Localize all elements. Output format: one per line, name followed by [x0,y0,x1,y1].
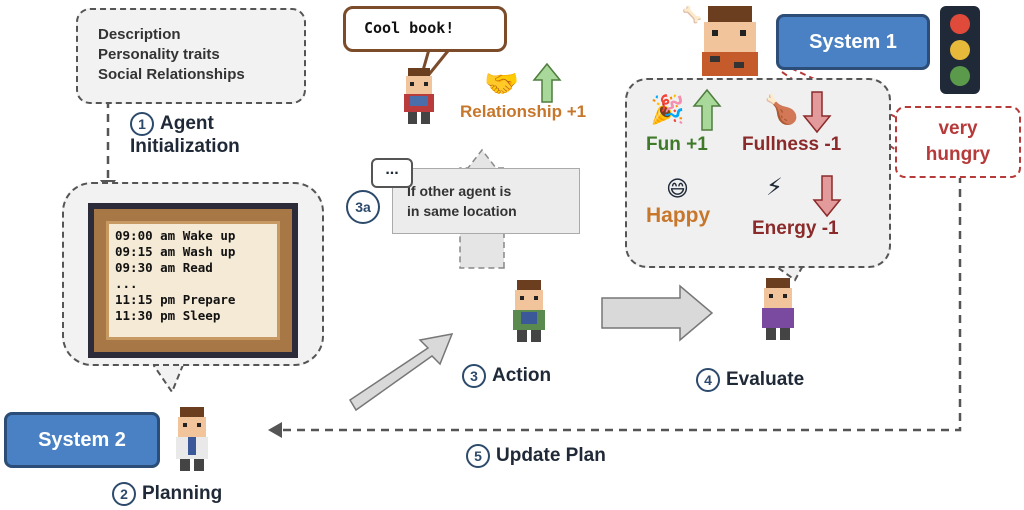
speech-bubble: Cool book! [343,6,507,52]
planning-to-action-arrow [348,333,454,412]
other-agent-sprite [404,68,434,124]
lightning-icon: ⚡ [766,174,783,201]
action-agent-sprite [513,280,545,342]
system1-badge: System 1 [776,14,930,70]
relationship-text: Relationship +1 [460,102,587,121]
init-info-box: Description Personality traits Social Re… [76,8,306,104]
system2-badge: System 2 [4,412,160,468]
bone-icon: 🦴 [682,7,702,24]
schedule-line: 09:15 am Wash up [115,244,236,259]
update-plan-loop [278,175,962,432]
step1-label-line1: Agent [160,113,214,135]
step3-number: 3 [462,364,486,388]
fun-up-arrow-icon [692,88,722,131]
step2-label: 2 Planning [112,482,222,506]
drumstick-icon: 🍗 [764,94,799,125]
energy-text: Energy -1 [752,218,839,239]
handshake-icon: 🤝 [484,68,519,99]
init-social: Social Relationships [98,66,245,83]
hungry-line2: hungry [925,144,991,165]
step5-label: 5 Update Plan [466,444,606,468]
smile-emoji-icon: 😄 [666,176,689,201]
schedule-line: 11:15 pm Prepare [115,292,236,307]
init-personality: Personality traits [98,46,220,63]
relationship-up-arrow-icon [532,62,562,103]
step4-number: 4 [696,368,720,392]
speech-text: Cool book! [364,19,455,37]
speech-dots-icon: ... [371,158,413,188]
evaluation-bubble [625,78,891,268]
step5-label-text: Update Plan [496,445,606,467]
happy-text: Happy [646,204,711,227]
update-plan-arrowhead [268,422,282,438]
step4-label-text: Evaluate [726,369,805,391]
hungry-box: very hungry [895,106,1021,178]
step2-number: 2 [112,482,136,506]
fullness-text: Fullness -1 [742,134,842,155]
step5-number: 5 [466,444,490,468]
fun-text: Fun +1 [646,134,708,155]
condition-line1: If other agent is [407,183,512,199]
schedule-line: 11:30 pm Sleep [115,308,221,323]
schedule-line: ... [115,276,138,291]
step1-label-line2: Initialization [130,136,240,157]
init-description: Description [98,26,181,43]
schedule-line: 09:30 am Read [115,260,213,275]
fullness-down-arrow-icon [802,91,832,134]
step3a-number: 3a [346,190,380,224]
step2-label-text: Planning [142,483,223,505]
evaluating-agent-sprite [702,6,758,76]
step1-number: 1 [130,112,154,136]
planning-agent-sprite [176,407,208,471]
step1-label: 1 Agent [130,112,214,136]
party-popper-icon: 🎉 [650,94,685,125]
hungry-line1: very [938,118,978,139]
step4-label: 4 Evaluate [696,368,804,392]
plan-bubble-tail [148,359,187,395]
action-to-evaluate-arrow [601,284,714,342]
schedule-board: 09:00 am Wake up 09:15 am Wash up 09:30 … [88,203,298,358]
traffic-light-icon [940,6,980,94]
schedule-line: 09:00 am Wake up [115,228,236,243]
energy-down-arrow-icon [812,175,842,218]
condition-box: If other agent is in same location [392,168,580,234]
evaluate-agent-sprite [762,278,794,340]
schedule-inner: 09:00 am Wake up 09:15 am Wash up 09:30 … [106,221,280,340]
step3-label-text: Action [492,365,552,387]
step3-label: 3 Action [462,364,551,388]
condition-line2: in same location [407,203,517,219]
